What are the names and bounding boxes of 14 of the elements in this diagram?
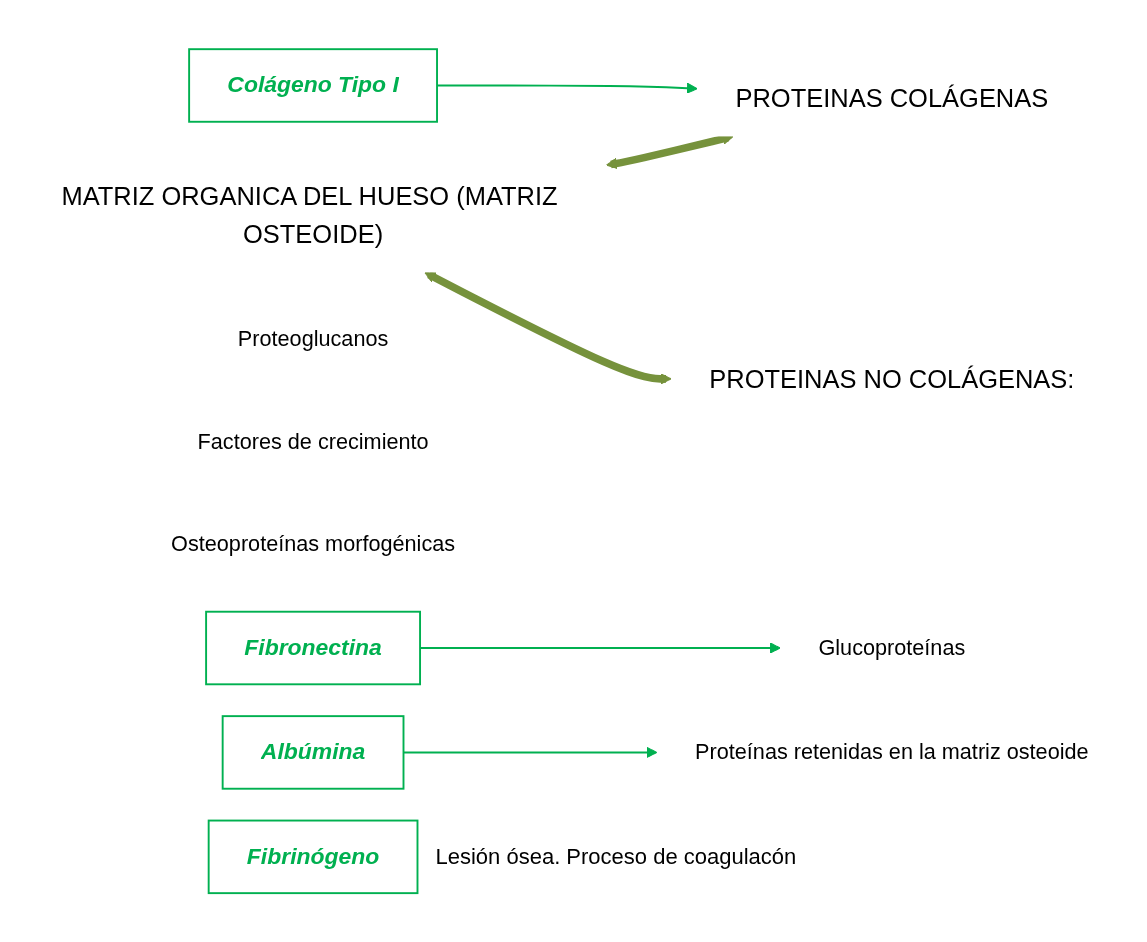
node-text: Proteoglucanos (237, 326, 389, 352)
node-text: Factores de crecimiento (197, 429, 429, 454)
node-text: Proteínas retenidas en la matriz osteoide (695, 739, 1089, 765)
node-box: Fibrinógeno (207, 819, 419, 894)
note-text: Lesión ósea. Proceso de coagulacón (435, 843, 797, 870)
arrow (424, 271, 672, 385)
node-text: Osteoproteínas morfogénicas (171, 531, 456, 557)
node-text: PROTEINAS COLÁGENAS (735, 84, 1049, 113)
node-box: Colágeno Tipo I (188, 48, 438, 123)
node-box: Fibronectina (205, 610, 421, 686)
node-text: PROTEINAS NO COLÁGENAS: (709, 364, 1075, 393)
node-box: Albúmina (221, 715, 405, 790)
node-text: Glucoproteínas (818, 635, 966, 660)
node-text: MATRIZ ORGANICA DEL HUESO (MATRIZ OSTEOIDE) (61, 181, 558, 248)
